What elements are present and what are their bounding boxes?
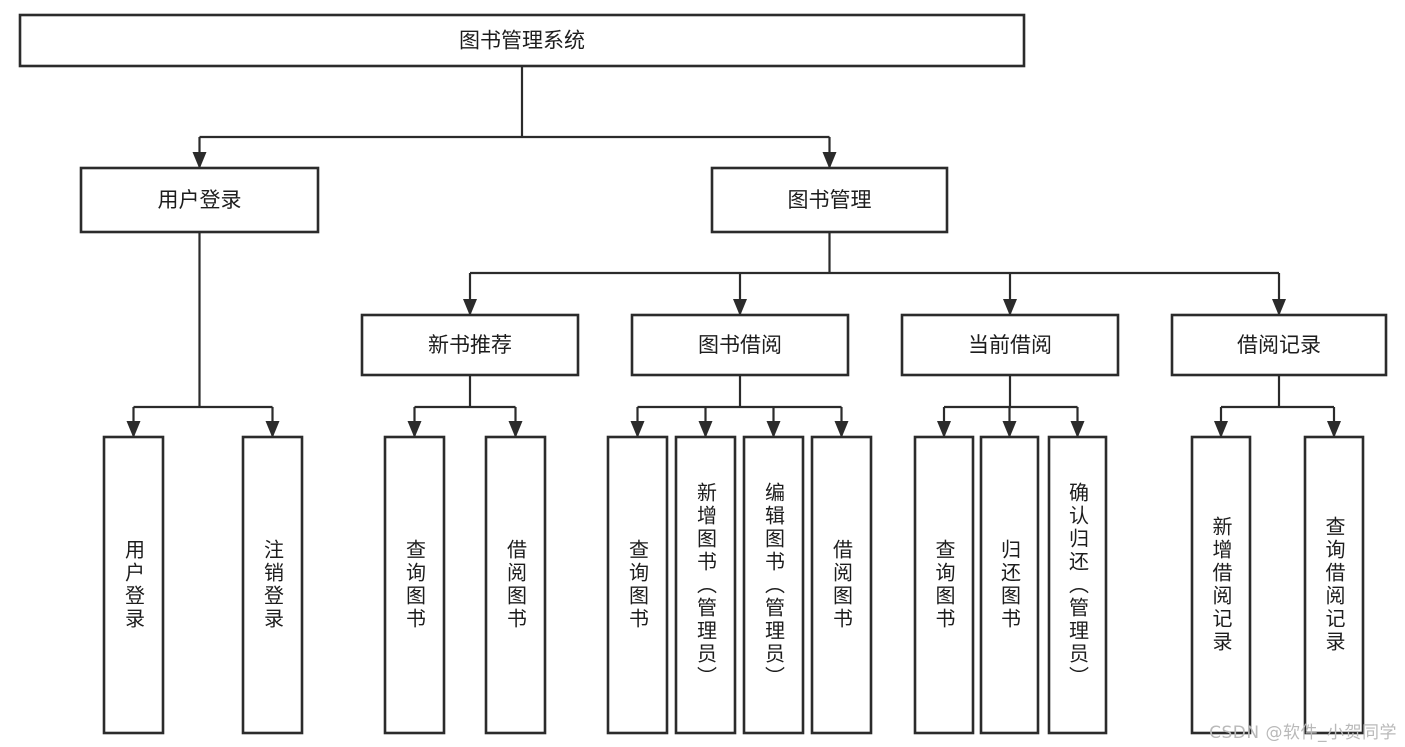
book-borrow-to-leaves-arrow-0 [630, 421, 645, 438]
book-manage-to-level3-arrow-1 [733, 299, 747, 316]
leaf-node-leaf-add-book-admin[interactable] [674, 435, 737, 735]
node-new-book-recommend-label: 新书推荐 [428, 333, 512, 357]
book-manage-to-level3-arrow-3 [1272, 299, 1286, 316]
leaf-node-leaf-query-borrow-record[interactable] [1303, 435, 1365, 735]
book-manage-to-level3-arrow-2 [1003, 299, 1017, 316]
borrow-record-to-leaves-arrow-0 [1214, 421, 1228, 438]
root-to-level2-arrow-0 [192, 152, 207, 169]
borrow-record-to-leaves-arrow-1 [1327, 421, 1341, 438]
node-book-borrow-label: 图书借阅 [698, 333, 782, 357]
leaf-node-leaf-add-borrow-record[interactable] [1190, 435, 1252, 735]
node-current-borrow-label: 当前借阅 [968, 333, 1052, 357]
root-node-root-label: 图书管理系统 [459, 29, 585, 53]
node-borrow-record[interactable] [1170, 313, 1388, 377]
node-borrow-record-label: 借阅记录 [1237, 333, 1321, 357]
node-current-borrow[interactable] [900, 313, 1120, 377]
boxes-layer [18, 13, 1388, 735]
root-node-root[interactable] [18, 13, 1026, 68]
node-book-manage[interactable] [710, 166, 949, 234]
node-book-borrow[interactable] [630, 313, 850, 377]
leaf-node-leaf-return-book[interactable] [979, 435, 1040, 735]
book-borrow-to-leaves-arrow-3 [834, 421, 849, 438]
current-borrow-to-leaves-arrow-0 [937, 421, 951, 438]
leaf-node-leaf-user-login[interactable] [102, 435, 165, 735]
csdn-watermark: CSDN @软件_小贺同学 [1209, 723, 1397, 743]
leaf-node-leaf-query-book-borrow[interactable] [606, 435, 669, 735]
book-borrow-to-leaves-arrow-1 [698, 421, 713, 438]
leaf-node-leaf-edit-book-admin[interactable] [742, 435, 805, 735]
connectors-layer [126, 66, 1341, 438]
root-to-level2-arrow-1 [822, 152, 837, 169]
new-book-recommend-to-leaves-arrow-1 [508, 421, 523, 438]
leaf-node-leaf-borrow-book-recommend[interactable] [484, 435, 547, 735]
book-manage-to-level3-arrow-0 [463, 299, 477, 316]
book-borrow-to-leaves-arrow-2 [766, 421, 781, 438]
user-login-to-leaves-arrow-0 [126, 421, 141, 438]
user-login-to-leaves-arrow-1 [265, 421, 280, 438]
leaf-node-leaf-borrow-book[interactable] [810, 435, 873, 735]
node-user-login[interactable] [79, 166, 320, 234]
node-book-manage-label: 图书管理 [788, 188, 872, 212]
leaf-node-leaf-user-logout[interactable] [241, 435, 304, 735]
current-borrow-to-leaves-arrow-2 [1070, 421, 1085, 438]
leaf-node-leaf-query-book-recommend[interactable] [383, 435, 446, 735]
leaf-node-leaf-confirm-return-admin[interactable] [1047, 435, 1108, 735]
node-user-login-label: 用户登录 [158, 188, 242, 212]
node-new-book-recommend[interactable] [360, 313, 580, 377]
leaf-node-leaf-query-book-current[interactable] [913, 435, 975, 735]
new-book-recommend-to-leaves-arrow-0 [407, 421, 422, 438]
current-borrow-to-leaves-arrow-1 [1002, 421, 1017, 438]
